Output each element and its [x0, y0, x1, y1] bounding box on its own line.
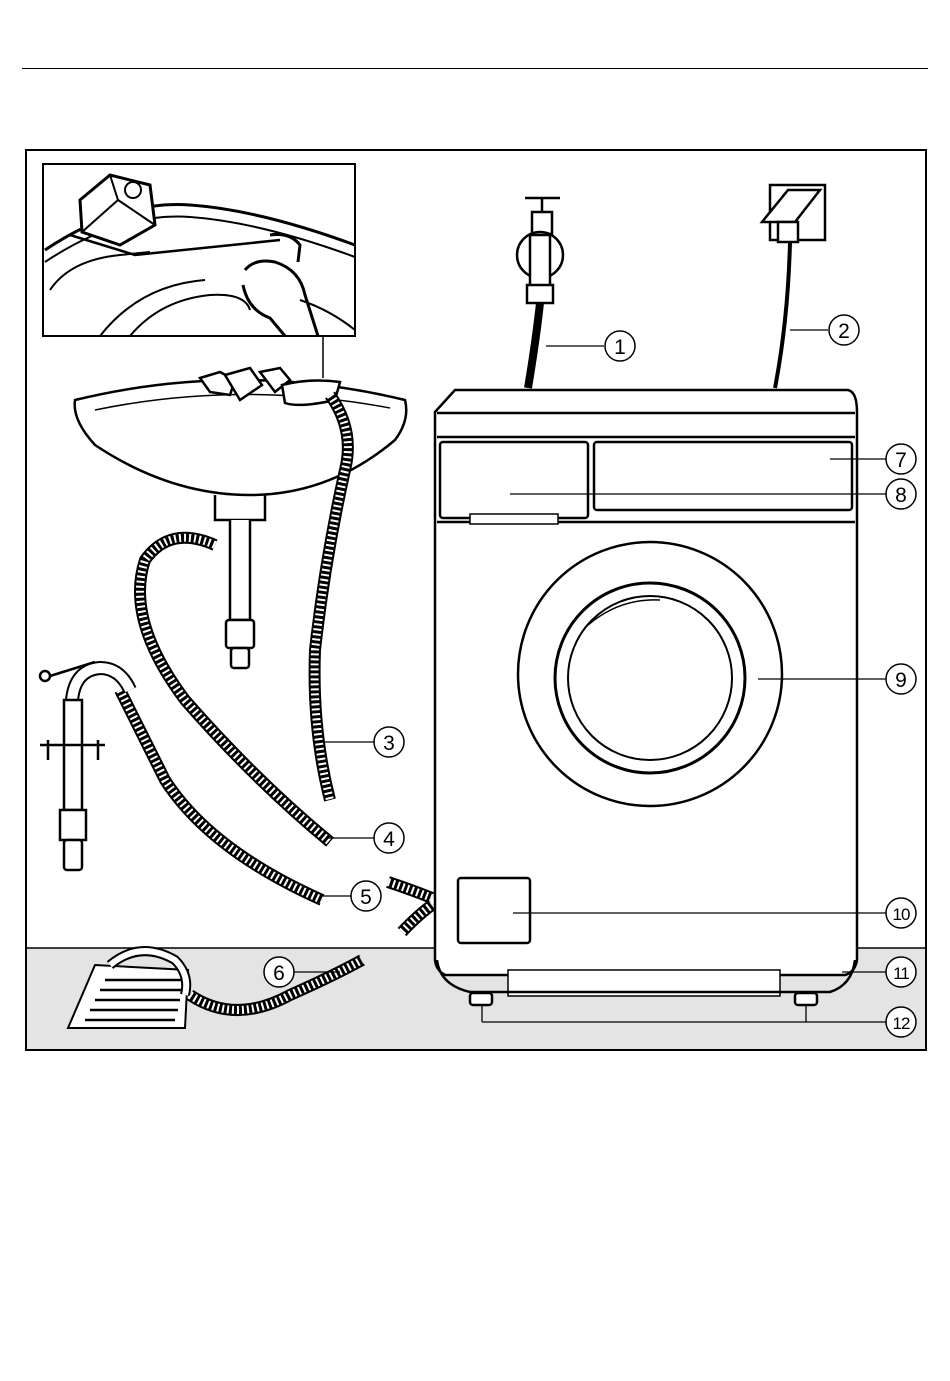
foot-right — [795, 993, 817, 1005]
callout-11: 11 — [886, 957, 916, 987]
callout-12: 12 — [886, 1007, 916, 1037]
callout-3-label: 3 — [383, 732, 395, 755]
callout-2-label: 2 — [838, 320, 850, 343]
foot-left — [470, 993, 492, 1005]
callout-1-label: 1 — [614, 336, 626, 359]
callout-6-label: 6 — [273, 962, 285, 985]
control-panel — [594, 442, 852, 510]
callout-5-label: 5 — [360, 886, 372, 909]
callout-9: 9 — [886, 664, 916, 694]
callout-1: 1 — [605, 331, 635, 361]
callout-11-label: 11 — [893, 964, 909, 983]
callout-7-label: 7 — [895, 449, 907, 472]
callout-9-label: 9 — [895, 669, 907, 692]
callout-2: 2 — [829, 315, 859, 345]
callout-4: 4 — [374, 823, 404, 853]
callout-8-label: 8 — [895, 484, 907, 507]
callout-12-label: 12 — [893, 1014, 910, 1033]
callout-10-label: 10 — [893, 905, 910, 924]
callout-6: 6 — [264, 957, 294, 987]
callout-5: 5 — [351, 881, 381, 911]
callout-7: 7 — [886, 444, 916, 474]
service-flap — [458, 878, 530, 943]
callout-3: 3 — [374, 727, 404, 757]
callout-8: 8 — [886, 479, 916, 509]
detergent-drawer — [440, 442, 588, 518]
callout-10: 10 — [886, 898, 916, 928]
callout-4-label: 4 — [383, 828, 395, 851]
